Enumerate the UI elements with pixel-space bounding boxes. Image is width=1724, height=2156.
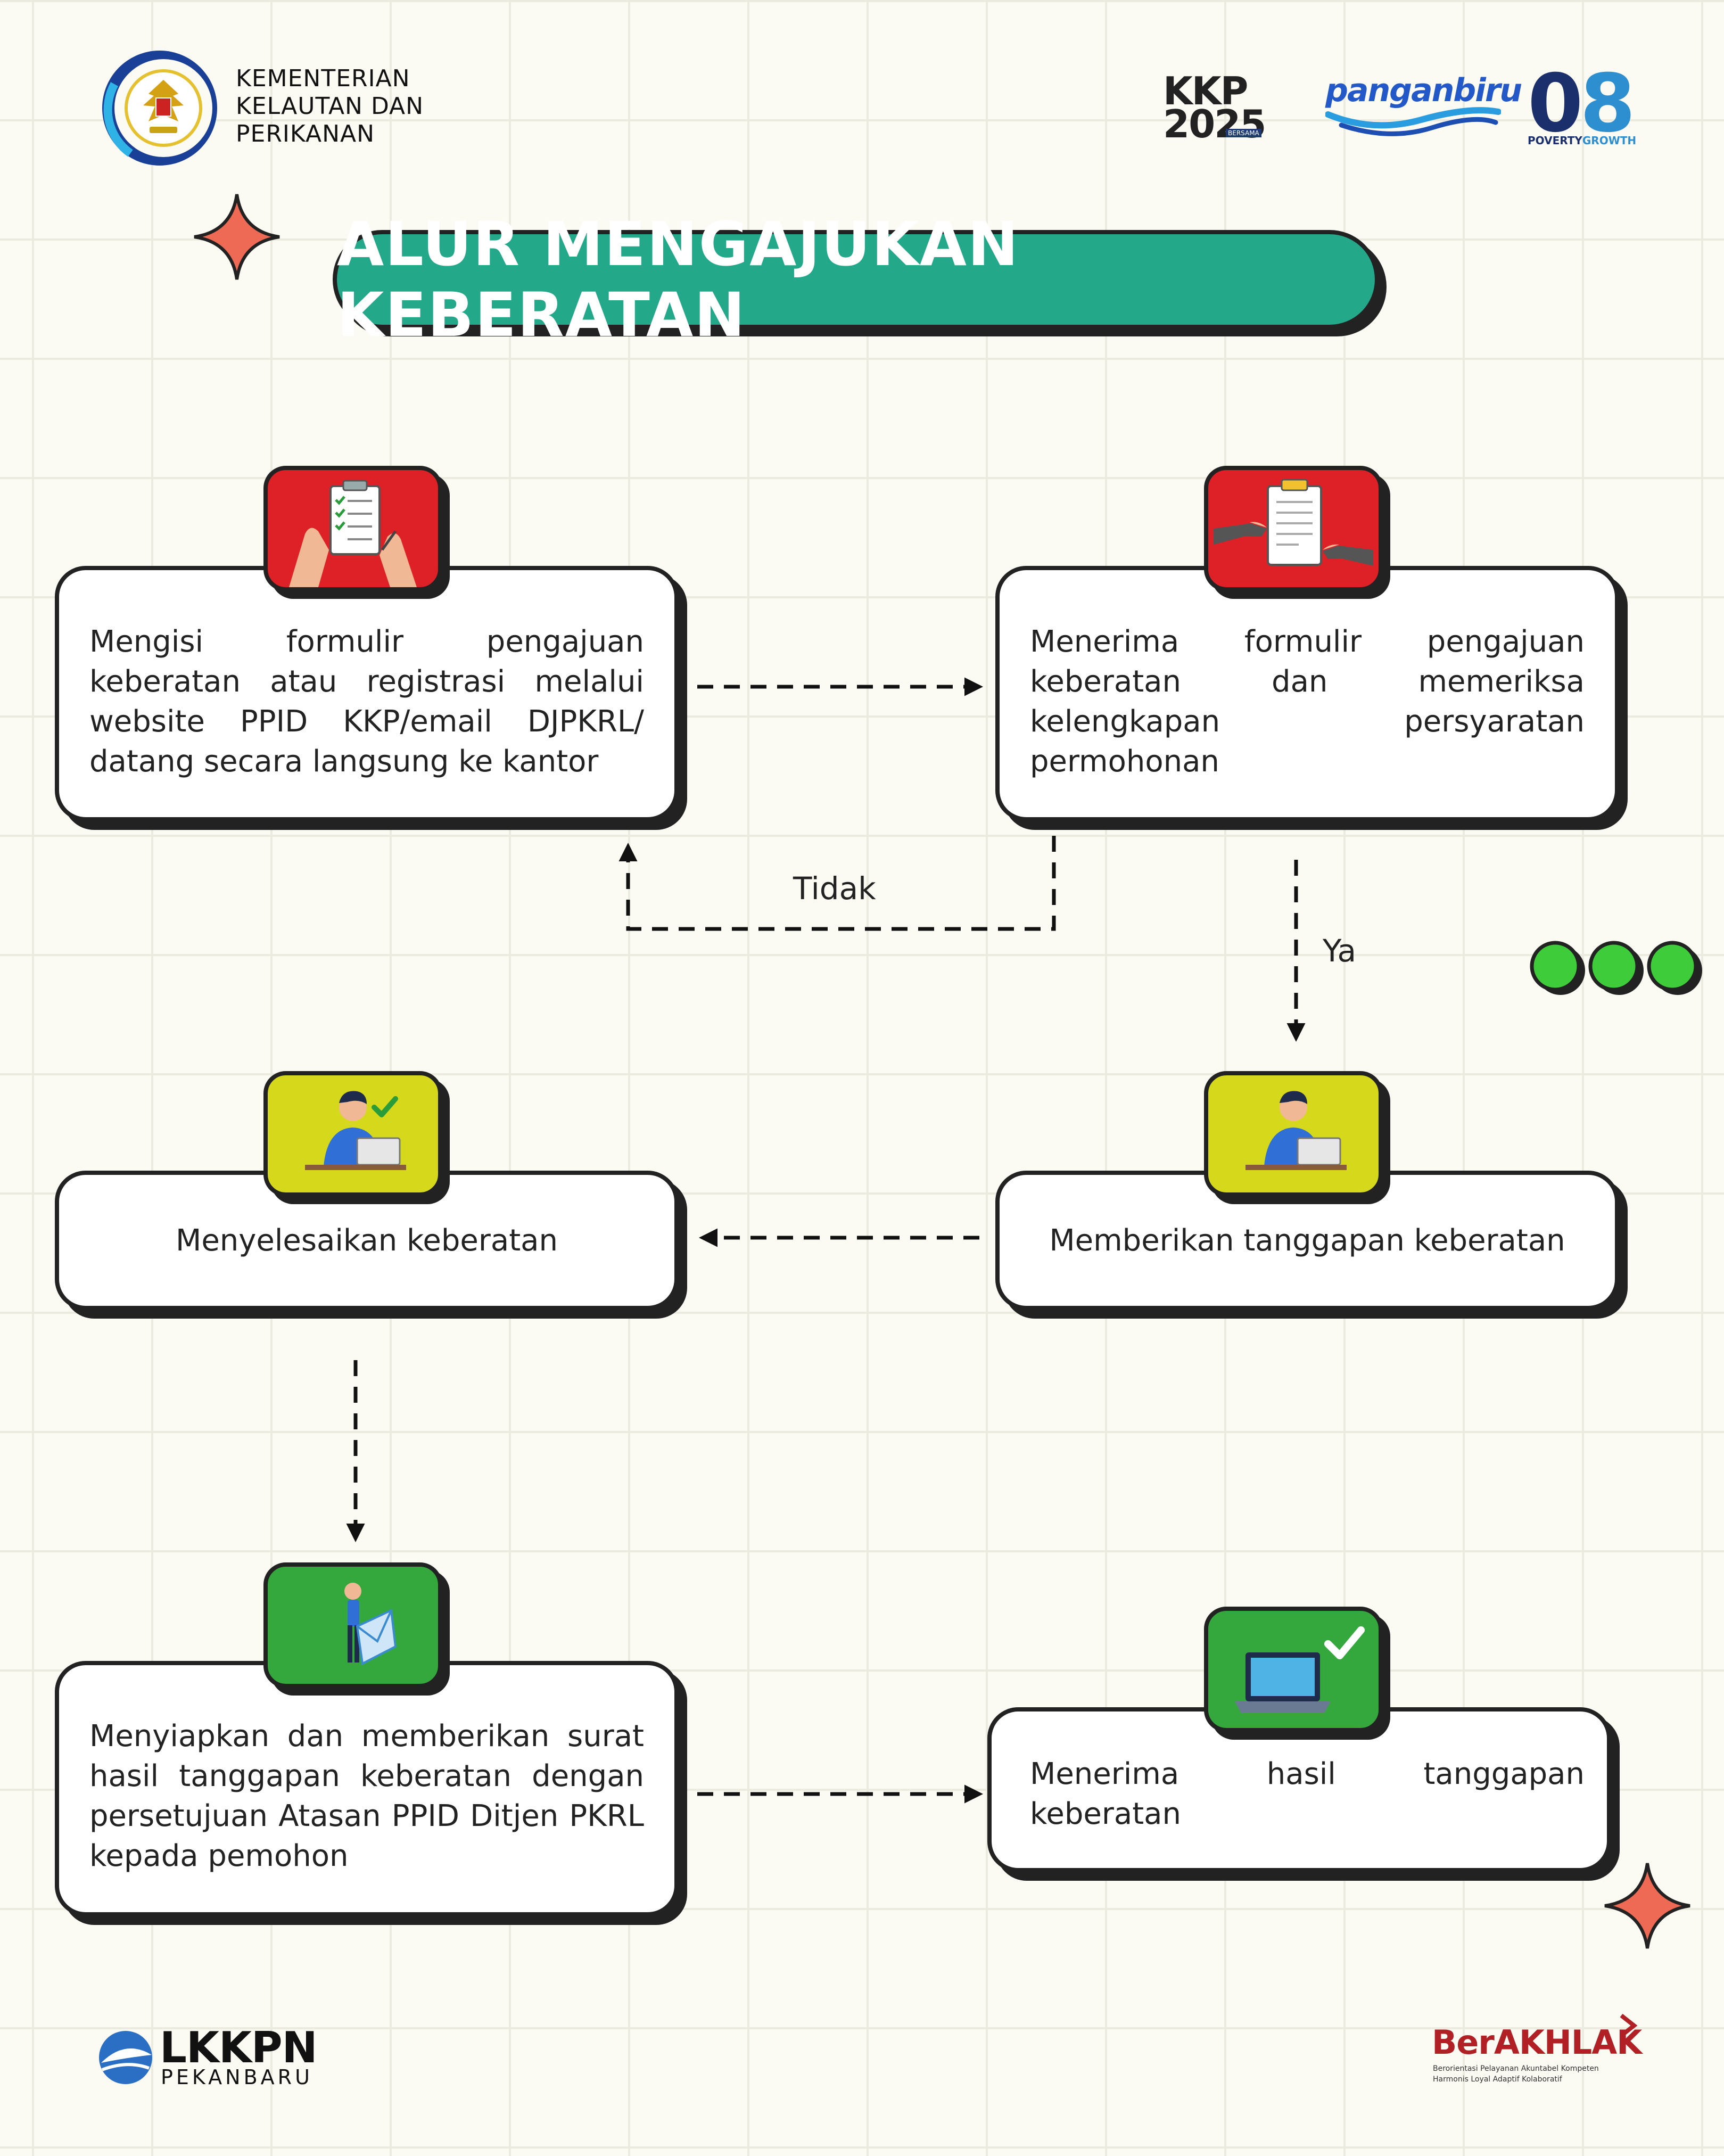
- form-filling-icon: [289, 480, 417, 587]
- step-card-6: Menerima hasil tanggapan keberatan: [987, 1707, 1620, 1881]
- step-3-text: Memberikan tanggapan keberatan: [1049, 1223, 1565, 1258]
- lkkpn-subtitle: PEKANBARU: [161, 2066, 313, 2089]
- page-title: ALUR MENGAJUKAN KEBERATAN: [333, 209, 1379, 350]
- step-6-icon-box: [1204, 1607, 1390, 1740]
- step-6-text: Menerima hasil tanggapan keberatan: [1030, 1757, 1585, 1831]
- growth-digit: 8: [1580, 57, 1635, 150]
- chevron-right-icon: [1620, 2013, 1638, 2038]
- step-2-icon-box: [1204, 466, 1390, 599]
- ministry-emblem-logo: [102, 51, 217, 166]
- berakhlak-tagline-1: Berorientasi Pelayanan Akuntabel Kompete…: [1433, 2064, 1599, 2073]
- wave-icon: [1325, 107, 1501, 136]
- sparkle-star-icon: [194, 194, 280, 280]
- poverty-digit: 0: [1528, 57, 1583, 150]
- panganbiru-wordmark: panganbiru: [1325, 72, 1522, 109]
- sparkle-star-icon: [1604, 1863, 1690, 1949]
- ministry-name: KEMENTERIAN KELAUTAN DAN PERIKANAN: [236, 65, 424, 148]
- ministry-name-line1: KEMENTERIAN: [236, 65, 410, 92]
- zero-poverty-eight-growth-logo: 08 POVERTY GROWTH: [1528, 64, 1637, 149]
- document-handover-icon: [1214, 479, 1373, 566]
- poverty-label: POVERTY: [1528, 134, 1582, 147]
- kkp-logo-top: KKP: [1163, 69, 1248, 113]
- panganbiru-logo: panganbiru: [1325, 72, 1522, 141]
- berakhlak-logo: BerAKHLAK Berorientasi Pelayanan Akuntab…: [1432, 2012, 1645, 2087]
- decorative-dots-icon: [1530, 941, 1702, 995]
- ministry-name-line3: PERIKANAN: [236, 120, 375, 147]
- kkp-logo-tag: BERSAMA: [1226, 129, 1261, 137]
- lkkpn-pekanbaru-logo: LKKPN PEKANBARU: [96, 2023, 319, 2092]
- person-laptop-icon: [1245, 1091, 1347, 1170]
- step-1-icon-box: [263, 466, 450, 599]
- step-card-1: Mengisi formulir pengajuan keberatan ata…: [55, 566, 687, 830]
- step-5-text: Menyiapkan dan memberikan surat hasil ta…: [89, 1719, 644, 1873]
- kkp-2025-logo: KKP 2025 BERSAMA: [1163, 69, 1291, 143]
- step-1-text: Mengisi formulir pengajuan keberatan ata…: [89, 624, 644, 779]
- title-banner: ALUR MENGAJUKAN KEBERATAN: [333, 209, 1392, 350]
- step-3-icon-box: [1204, 1071, 1390, 1204]
- branch-label-no: Tidak: [793, 870, 876, 907]
- growth-label: GROWTH: [1582, 134, 1637, 147]
- step-card-2: Menerima formulir pengajuan keberatan da…: [995, 566, 1628, 830]
- branch-label-yes: Ya: [1323, 933, 1356, 969]
- step-2-text: Menerima formulir pengajuan keberatan da…: [1030, 624, 1585, 779]
- person-laptop-check-icon: [305, 1091, 406, 1170]
- ministry-name-line2: KELAUTAN DAN: [236, 93, 424, 120]
- berakhlak-wordmark: BerAKHLAK: [1432, 2023, 1642, 2062]
- step-card-5: Menyiapkan dan memberikan surat hasil ta…: [55, 1661, 687, 1925]
- lkkpn-wordmark: LKKPN: [160, 2023, 318, 2072]
- laptop-check-icon: [1235, 1626, 1365, 1713]
- step-4-icon-box: [263, 1071, 450, 1204]
- letter-delivery-icon: [344, 1583, 397, 1666]
- berakhlak-tagline-2: Harmonis Loyal Adaptif Kolaboratif: [1433, 2075, 1562, 2084]
- lkkpn-fish-icon: [99, 2031, 152, 2084]
- step-5-icon-box: [263, 1562, 450, 1696]
- step-4-text: Menyelesaikan keberatan: [176, 1223, 558, 1258]
